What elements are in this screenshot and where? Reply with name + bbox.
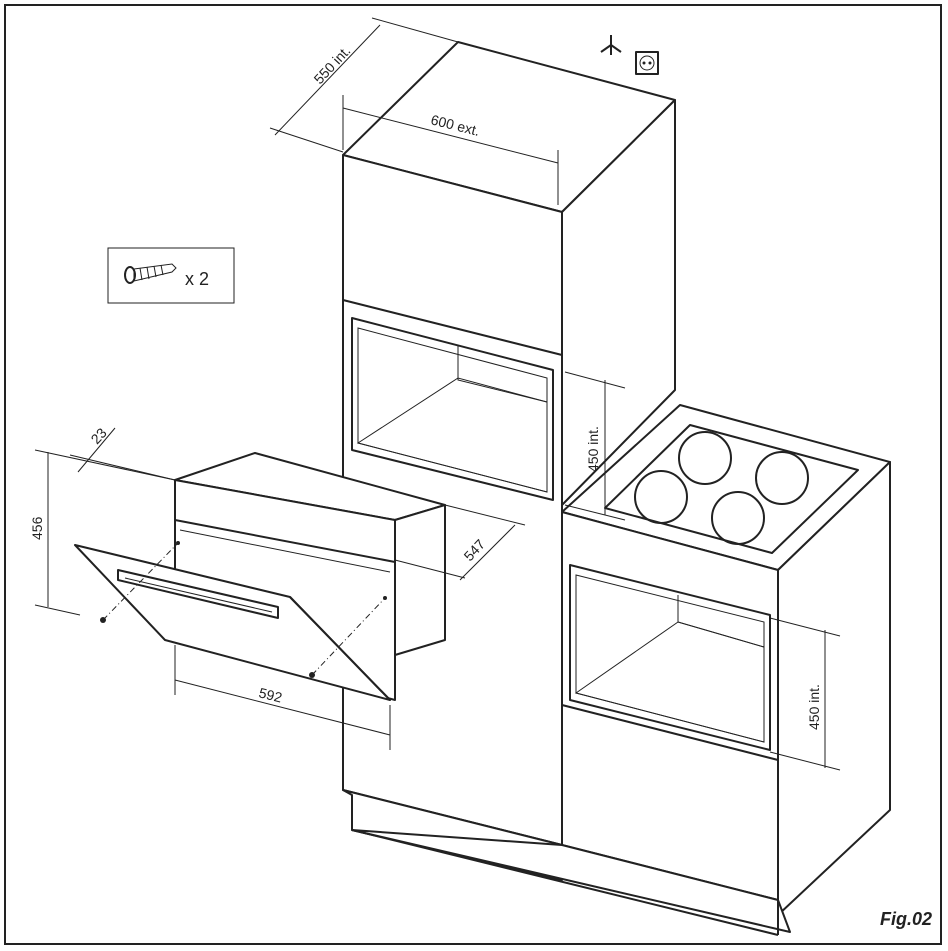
dim-width-592: 592 — [257, 684, 284, 705]
base-cabinet — [351, 404, 891, 936]
oven-unit — [74, 452, 446, 701]
figure-id: Fig.02 — [880, 909, 932, 929]
power-socket-icon — [635, 51, 659, 75]
screw-count: x 2 — [185, 269, 209, 289]
tall-cabinet — [342, 41, 676, 881]
dim-thickness-23: 23 — [87, 425, 109, 447]
dim-height-450-lower: 450 int. — [806, 684, 822, 730]
screw-box: x 2 — [107, 247, 235, 304]
screw-icon — [124, 263, 177, 284]
dim-height-456: 456 — [29, 516, 45, 540]
earth-ground-icon — [600, 35, 622, 55]
dim-depth-550: 550 int. — [310, 43, 353, 88]
dimension-lines — [34, 17, 841, 771]
dim-height-450-upper: 450 int. — [585, 426, 601, 472]
